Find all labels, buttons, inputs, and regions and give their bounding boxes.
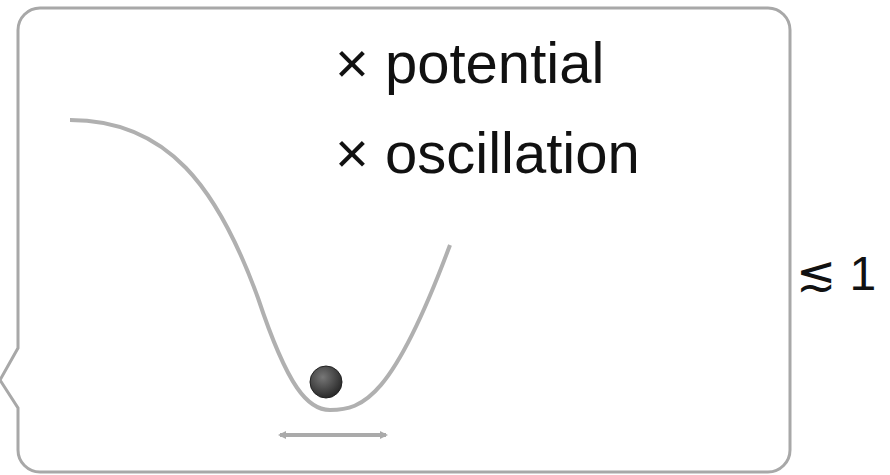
oscillation-arrow: [280, 433, 386, 437]
side-note: ≲ 1: [796, 246, 876, 301]
cross-item: × potential: [335, 30, 604, 97]
callout-box: × potential × oscillation: [18, 8, 790, 472]
callout-border: [0, 8, 790, 472]
ball: [310, 366, 342, 398]
cross-item: × oscillation: [335, 120, 640, 187]
